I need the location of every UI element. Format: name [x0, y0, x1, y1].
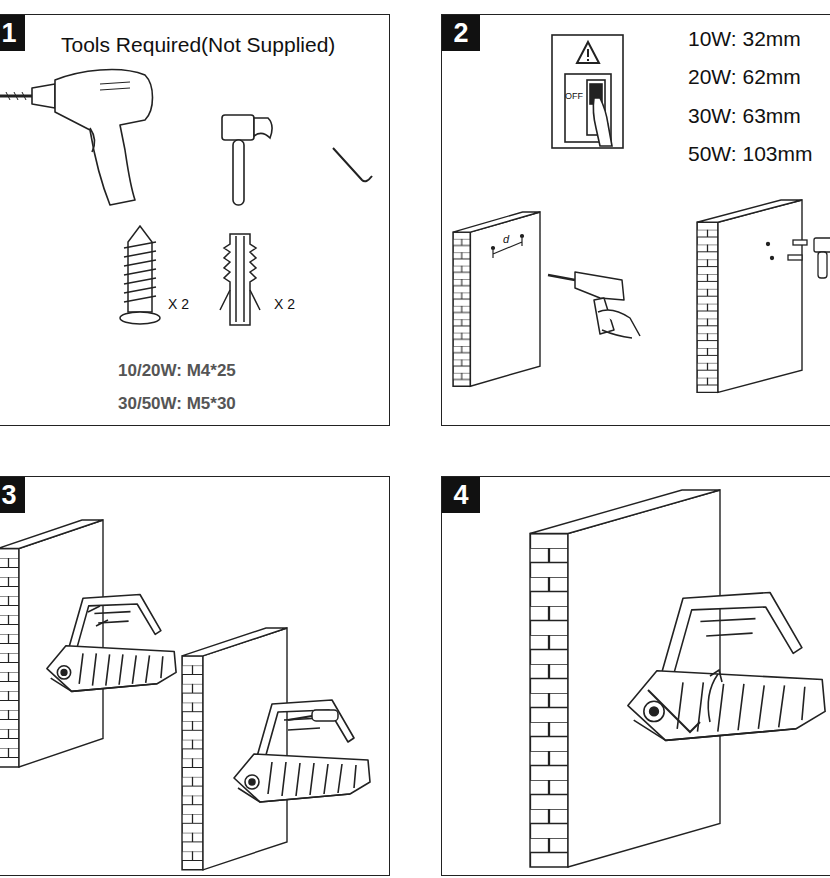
floodlight-with-bracket	[234, 700, 370, 802]
hole-spacing-mark	[521, 235, 524, 238]
hole-distance: 20W: 62mm	[688, 65, 801, 89]
hole-spacing-mark	[492, 247, 495, 250]
plug-insertion	[793, 240, 807, 245]
wall-plug-icon	[224, 234, 256, 325]
floodlight-with-bracket	[628, 593, 825, 741]
step-number: 1	[0, 15, 25, 51]
screw-marks	[88, 606, 108, 626]
hammer-icon	[222, 115, 272, 205]
plug-insertion	[788, 255, 802, 260]
screw-size-note: 30/50W: M5*30	[118, 394, 236, 414]
brick-wall	[182, 628, 287, 870]
panel-heading: Tools Required(Not Supplied)	[61, 33, 335, 57]
hex-key-icon	[333, 148, 372, 181]
step-panel: 4	[441, 476, 830, 876]
switch-label: OFF	[565, 91, 583, 101]
wall-plug-icon	[220, 290, 260, 310]
angle-adjust-arrow	[648, 690, 700, 732]
dimension-label: d	[503, 233, 509, 245]
angle-adjust-arrow	[710, 670, 722, 682]
screw-icon	[120, 312, 160, 324]
hole-distance: 30W: 63mm	[688, 104, 801, 128]
step-panel: 3	[0, 476, 390, 876]
screwdriver-icon	[312, 710, 338, 721]
drill-icon	[100, 82, 130, 90]
brick-wall	[697, 200, 802, 392]
step-number-text: 4	[453, 480, 468, 511]
screwdriver-icon	[288, 710, 338, 721]
step-number-text: 3	[1, 480, 16, 511]
drill-in-hand	[575, 272, 624, 300]
screw-icon	[124, 242, 156, 302]
drill-icon	[32, 84, 55, 108]
drill-icon	[0, 70, 153, 205]
hole-distance: 10W: 32mm	[688, 27, 801, 51]
wall-plug-icon	[220, 234, 260, 325]
plug-insertion	[818, 252, 827, 278]
drill-icon	[6, 92, 26, 100]
brick-wall	[453, 212, 540, 386]
power-off-warning	[552, 35, 623, 148]
step-number: 3	[0, 477, 25, 513]
wall-plug-icon	[236, 236, 244, 322]
screw-marks	[88, 606, 108, 626]
step-number: 4	[442, 477, 480, 513]
hammer-icon	[254, 118, 272, 138]
quantity-label: X 2	[274, 296, 295, 312]
plug-insertion	[767, 243, 770, 246]
step-number-text: 1	[1, 18, 16, 49]
hex-key-icon	[333, 148, 372, 181]
screwdriver-icon	[288, 716, 312, 720]
drill-icon	[90, 128, 95, 152]
quantity-label: X 2	[168, 296, 189, 312]
brick-wall	[0, 520, 103, 767]
step-number: 2	[442, 15, 480, 51]
drill-in-hand	[548, 275, 575, 280]
floodlight-with-bracket	[47, 595, 176, 692]
hole-distance: 50W: 103mm	[688, 142, 813, 166]
angle-adjust-arrow	[648, 670, 722, 732]
hammer-icon	[233, 140, 244, 205]
drill-in-hand	[548, 272, 640, 338]
plug-insertion	[767, 238, 830, 278]
drill-in-hand	[598, 310, 640, 338]
power-off-warning	[552, 35, 623, 148]
drill-icon	[55, 70, 153, 205]
hammer-icon	[222, 115, 254, 140]
power-off-warning	[577, 42, 599, 63]
plug-insertion	[771, 257, 774, 260]
power-off-warning	[593, 98, 612, 146]
plug-insertion	[814, 238, 830, 252]
step-number-text: 2	[453, 18, 468, 49]
screw-icon	[120, 226, 160, 324]
power-off-warning	[587, 49, 589, 61]
angle-adjust-arrow	[708, 674, 718, 722]
screw-size-note: 10/20W: M4*25	[118, 361, 236, 381]
